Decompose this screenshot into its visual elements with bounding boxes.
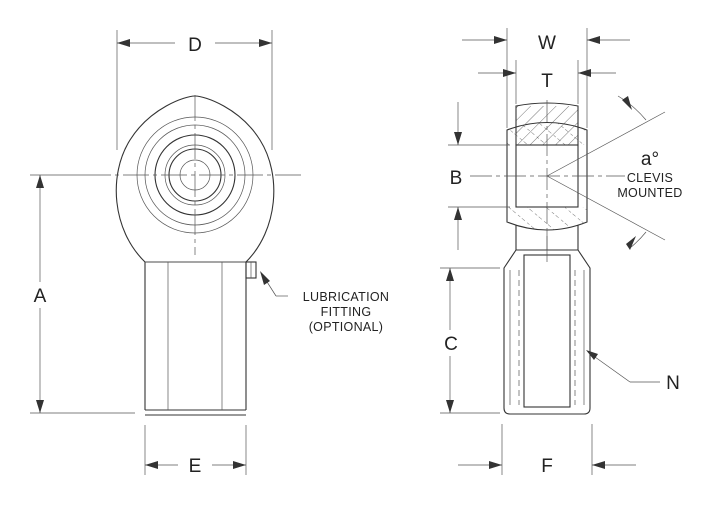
label-clevis: CLEVIS [627, 171, 673, 185]
label-D: D [188, 35, 202, 56]
label-optional: (OPTIONAL) [309, 320, 384, 334]
dimension-W: W [462, 28, 630, 128]
lubrication-callout: LUBRICATION FITTING (OPTIONAL) [260, 271, 389, 334]
dimension-angle: a° CLEVIS MOUNTED [617, 95, 682, 250]
label-N: N [666, 373, 680, 394]
front-view [85, 95, 305, 416]
label-B: B [450, 168, 463, 189]
label-mounted: MOUNTED [617, 186, 682, 200]
label-E: E [189, 456, 202, 477]
label-F: F [541, 456, 553, 477]
label-fitting: FITTING [321, 305, 372, 319]
side-view [470, 100, 666, 415]
dimension-F: F [458, 424, 636, 477]
dimension-D: D [116, 30, 273, 150]
label-A: A [34, 286, 47, 307]
dimension-E: E [144, 425, 247, 477]
label-T: T [541, 71, 553, 92]
callout-N: N [586, 350, 680, 394]
label-lubrication: LUBRICATION [303, 290, 389, 304]
dimension-A: A [30, 174, 135, 414]
label-angle: a° [641, 149, 659, 170]
label-C: C [444, 334, 458, 355]
dimension-B: B [448, 102, 510, 250]
dimension-T: T [478, 60, 616, 104]
dimension-C: C [440, 267, 500, 414]
label-W: W [538, 33, 556, 54]
